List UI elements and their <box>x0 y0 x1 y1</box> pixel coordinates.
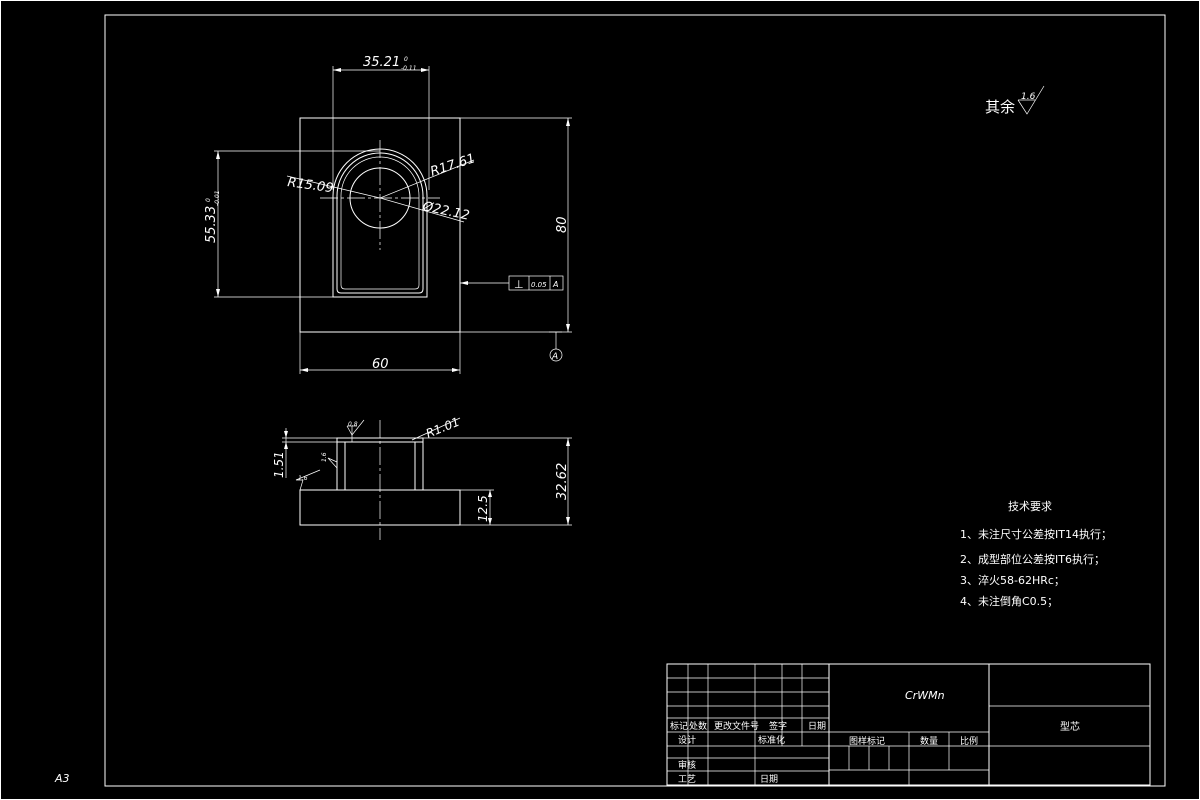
technical-requirements: 技术要求 1、未注尺寸公差按IT14执行； 2、成型部位公差按IT6执行； 3、… <box>960 500 1112 608</box>
dim-lip: 1.51 <box>272 451 286 478</box>
tolerance-datum: A <box>552 280 558 289</box>
dim-total-height: 32.62 <box>555 463 570 500</box>
roughness-side: 1.6 <box>321 452 328 462</box>
svg-text:标准化: 标准化 <box>758 734 785 746</box>
dim-base-height: 12.5 <box>476 495 490 522</box>
roughness-top: 0.8 <box>348 421 358 428</box>
tech-req-item: 2、成型部位公差按IT6执行； <box>960 552 1105 566</box>
svg-text:日期: 日期 <box>760 774 778 785</box>
dim-width-bottom: 60 <box>372 357 389 372</box>
svg-text:日期: 日期 <box>808 721 826 732</box>
svg-text:审核: 审核 <box>678 759 696 771</box>
tech-req-item: 4、未注倒角C0.5； <box>960 594 1058 608</box>
tech-req-item: 3、淬火58-62HRc； <box>960 573 1065 587</box>
title-block: 标记 处数 更改文件号 签字 日期 设计 标准化 审核 工艺 日期 CrWMn … <box>666 663 1151 786</box>
svg-text:处数: 处数 <box>689 720 707 732</box>
dim-width-top: 35.21 <box>363 55 400 70</box>
svg-text:设计: 设计 <box>678 734 696 746</box>
svg-text:0: 0 <box>404 56 408 63</box>
part-outline <box>299 117 461 333</box>
tech-req-title: 技术要求 <box>1008 500 1052 513</box>
svg-text:-0.11: -0.11 <box>401 65 417 72</box>
tolerance-symbol: ⊥ <box>514 278 524 291</box>
tech-req-item: 1、未注尺寸公差按IT14执行； <box>960 527 1112 541</box>
section-radius-label: R1.01 <box>424 415 462 441</box>
roughness-symbol <box>1017 85 1045 115</box>
svg-text:图样标记: 图样标记 <box>849 735 885 747</box>
radius-label-2: R17.61 <box>429 151 478 180</box>
part-name: 型芯 <box>1060 720 1080 733</box>
svg-text:0: 0 <box>205 198 212 202</box>
datum-circle <box>549 348 563 362</box>
material-label: CrWMn <box>905 689 945 702</box>
radius-label-1: R15.09 <box>286 175 334 196</box>
surface-finish-note: 其余 1.6 <box>985 85 1045 116</box>
svg-text:比例: 比例 <box>960 735 978 747</box>
cavity-step <box>340 156 420 290</box>
svg-text:-0.01: -0.01 <box>214 190 221 206</box>
datum-label: A <box>551 352 558 362</box>
top-view: 35.21 0 -0.11 55.33 0 -0.01 R15.09 R17.6… <box>204 55 572 374</box>
drawing-frame <box>104 14 1166 787</box>
svg-text:数量: 数量 <box>920 735 938 747</box>
tolerance-frame <box>508 275 564 291</box>
cavity-inner <box>336 152 424 294</box>
dim-height-right: 80 <box>555 216 570 233</box>
svg-text:工艺: 工艺 <box>678 774 696 785</box>
roughness-base: 1.6 <box>298 475 308 482</box>
cavity-outer <box>332 148 428 298</box>
surface-finish-label: 其余 <box>985 98 1015 116</box>
svg-text:标记: 标记 <box>670 720 688 732</box>
dim-height-left: 55.33 <box>204 206 219 243</box>
section-view: R1.01 0.8 1.6 1.6 1.51 32.62 12.5 <box>272 415 572 540</box>
sheet-size-label: A3 <box>54 772 70 785</box>
svg-text:更改文件号: 更改文件号 <box>714 720 759 732</box>
svg-text:签字: 签字 <box>769 720 787 732</box>
diameter-label: Ø22.12 <box>420 199 471 224</box>
surface-finish-value: 1.6 <box>1021 92 1036 102</box>
tolerance-value: 0.05 <box>531 281 547 289</box>
